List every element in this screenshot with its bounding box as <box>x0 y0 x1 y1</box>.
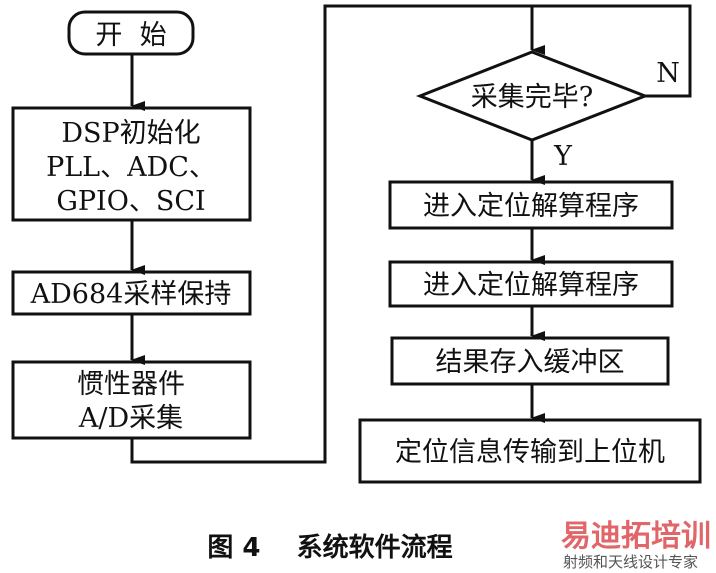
sample-hold-label: AD684采样保持 <box>30 279 232 310</box>
init-label-line1: DSP初始化 <box>61 118 200 149</box>
step2-label: 进入定位解算程序 <box>423 270 639 301</box>
step1-label: 进入定位解算程序 <box>423 191 639 222</box>
acquire-label-line1: 惯性器件 <box>77 369 185 400</box>
watermark-logo: 易迪拓培训 射频和天线设计专家 <box>561 519 711 571</box>
no-loop-connector <box>532 4 692 98</box>
step4-box <box>358 418 702 484</box>
step4-label: 定位信息传输到上位机 <box>395 437 665 468</box>
start-label: 开 始 <box>95 20 166 51</box>
step3-box <box>390 336 670 386</box>
acquire-label-line2: A/D采集 <box>78 403 183 434</box>
watermark-title: 易迪拓培训 <box>561 519 711 554</box>
connector-acquire-to-decision <box>130 4 532 464</box>
watermark-subtitle: 射频和天线设计专家 <box>563 553 698 571</box>
yes-label: Y <box>553 141 573 172</box>
init-label-line3: GPIO、SCI <box>56 186 205 217</box>
figure-caption: 图 4 系统软件流程 <box>207 532 452 563</box>
step3-label: 结果存入缓冲区 <box>436 347 625 378</box>
no-label: N <box>656 58 680 89</box>
decision-label: 采集完毕? <box>471 82 593 113</box>
init-label-line2: PLL、ADC、 <box>46 152 216 183</box>
